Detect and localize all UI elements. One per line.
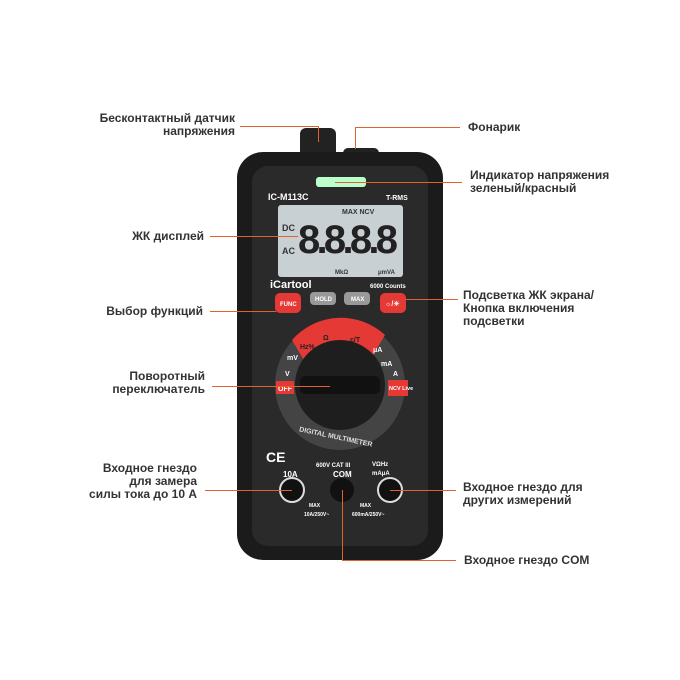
leader-line [390,490,456,491]
dial-off: OFF [278,386,293,393]
ce-mark: CE [266,449,285,465]
trms-label: T-RMS [386,195,408,202]
leader-line [212,386,330,387]
fuse2-rating: 600mA/250V~ [352,512,384,518]
jack-com-label: COM [333,470,352,479]
max-button-label: MAX [351,297,364,303]
leader-line [342,560,456,561]
vohz-label: VΩHz [372,462,388,468]
lcd-ac: AC [282,246,295,256]
counts-label: 6000 Counts [370,284,406,290]
cat-rating: 600V CAT III [316,463,351,469]
lcd-digits: 8.8.8.8 [298,218,398,262]
fuse1-rating: 10A/250V~ [304,512,329,518]
leader-line [335,182,462,183]
model-label: IC-M113C [268,192,309,202]
func-button[interactable] [275,293,301,313]
leader-line [355,127,460,128]
dial-hz: Hz% [300,344,316,351]
leader-line [406,299,458,300]
dial-ua: μA [373,347,382,354]
lcd-units-va: μmVA [378,270,396,276]
callout-flashlight: Фонарик [468,120,521,134]
lcd-top-indicators: MAX NCV [342,209,375,216]
func-button-label: FUNC [280,302,297,308]
callout-lcd: ЖК дисплей [132,229,204,243]
dial-mv: mV [287,355,298,362]
callout-function-select: Выбор функций [106,304,203,318]
hold-button-label: HOLD [315,297,333,303]
brand-logo: iCartool [270,279,312,291]
max-button[interactable] [344,292,370,305]
leader-line [210,311,276,312]
rotary-knob-handle[interactable] [300,376,380,394]
fuse1-max: MAX [309,503,321,509]
dial-a: A [393,371,398,378]
dial-ncv: NCV Live [389,386,413,392]
lcd-dc: DC [282,223,295,233]
hold-button[interactable] [310,292,336,305]
backlight-icon: ☼/☀ [385,300,400,308]
leader-line [240,126,318,127]
leader-line [342,490,343,560]
leader-line [205,490,292,491]
backlight-button[interactable] [380,293,406,313]
lcd-display [278,205,403,277]
leader-line [318,126,319,142]
callout-jack-com: Входное гнездо COM [464,553,590,567]
dial-cap: c/T [350,337,361,344]
fuse2-max: MAX [360,503,372,509]
leader-line [355,127,356,149]
leader-line [210,236,298,237]
ncv-sensor-tip [300,128,336,158]
dial-v: V [285,371,290,378]
dial-ohm: Ω [323,335,329,342]
lcd-units-ohm: MkΩ [335,270,348,276]
jack-10a-label: 10A [283,470,298,479]
maua-label: mAμA [372,471,390,477]
dial-ma: mA [381,361,392,368]
